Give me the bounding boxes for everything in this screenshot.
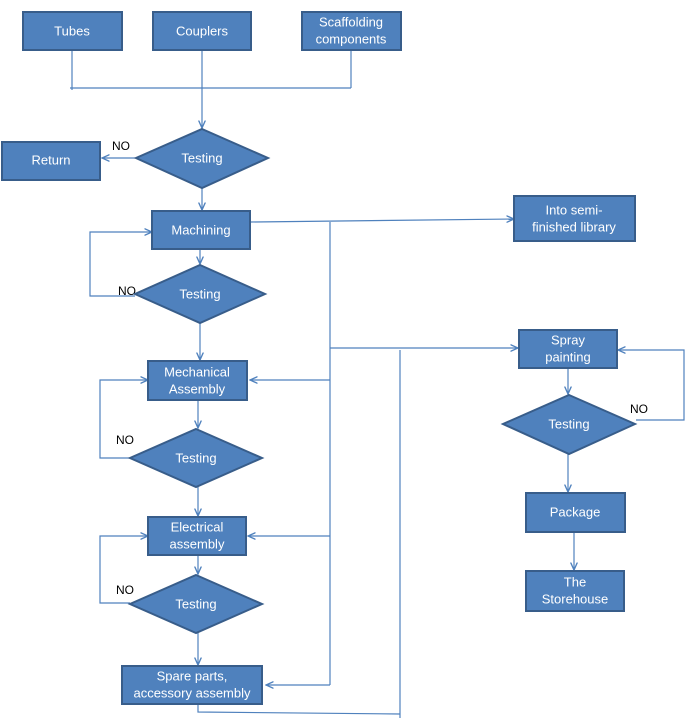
edge-machining-loop-no bbox=[89, 232, 152, 297]
node-testing-2[interactable]: Testing bbox=[132, 263, 268, 325]
edges bbox=[70, 50, 685, 718]
node-spare-label-line1: Spare parts, bbox=[157, 668, 228, 683]
node-storehouse-label-line1: The bbox=[564, 574, 586, 589]
node-scaffolding-components[interactable]: Scaffolding components bbox=[301, 11, 402, 51]
node-spray-label-line1: Spray bbox=[551, 332, 585, 347]
node-electrical-label-line1: Electrical bbox=[171, 519, 224, 534]
node-semi-finished-library[interactable]: Into semi- finished library bbox=[513, 195, 636, 242]
node-tubes[interactable]: Tubes bbox=[22, 11, 123, 51]
node-return[interactable]: Return bbox=[1, 141, 101, 181]
no-label-machining: NO bbox=[118, 284, 136, 298]
node-testing-1[interactable]: Testing bbox=[133, 127, 271, 190]
node-spare-parts-accessory-assembly[interactable]: Spare parts, accessory assembly bbox=[121, 665, 263, 705]
edge-mechanical-loop-no bbox=[99, 380, 148, 459]
node-couplers[interactable]: Couplers bbox=[152, 11, 252, 51]
node-machining-label: Machining bbox=[171, 222, 230, 237]
node-testing-4-label: Testing bbox=[175, 596, 216, 611]
node-testing-1-label: Testing bbox=[181, 150, 222, 165]
node-scaffolding-label-line1: Scaffolding bbox=[319, 14, 383, 29]
node-return-label: Return bbox=[31, 152, 70, 167]
edge-spray-loop-no bbox=[618, 350, 685, 421]
node-testing-4[interactable]: Testing bbox=[127, 573, 265, 635]
node-scaffolding-label-line2: components bbox=[316, 31, 387, 46]
node-tubes-label: Tubes bbox=[54, 23, 90, 38]
node-spray-painting[interactable]: Spray painting bbox=[518, 329, 618, 369]
node-storehouse-label-line2: Storehouse bbox=[542, 591, 609, 606]
node-machining[interactable]: Machining bbox=[151, 210, 251, 250]
node-testing-2-label: Testing bbox=[179, 286, 220, 301]
node-storehouse[interactable]: The Storehouse bbox=[525, 570, 625, 612]
node-spray-label-line2: painting bbox=[545, 349, 591, 364]
node-mechanical-assembly[interactable]: Mechanical Assembly bbox=[147, 360, 248, 401]
node-testing-3-label: Testing bbox=[175, 450, 216, 465]
node-spare-label-line2: accessory assembly bbox=[133, 685, 251, 700]
node-package-label: Package bbox=[550, 504, 601, 519]
edge-electrical-loop-no bbox=[99, 536, 148, 604]
node-mechanical-label-line2: Assembly bbox=[169, 381, 226, 396]
node-electrical-label-line2: assembly bbox=[170, 536, 225, 551]
node-testing-3[interactable]: Testing bbox=[127, 427, 265, 489]
no-label-return: NO bbox=[112, 139, 130, 153]
node-package[interactable]: Package bbox=[525, 492, 626, 533]
node-testing-5[interactable]: Testing bbox=[500, 393, 638, 456]
edge-machining-to-semi-finished bbox=[250, 219, 514, 222]
no-label-spray: NO bbox=[630, 402, 648, 416]
node-semi-finished-label-line1: Into semi- bbox=[545, 202, 602, 217]
no-label-mechanical: NO bbox=[116, 433, 134, 447]
node-couplers-label: Couplers bbox=[176, 23, 229, 38]
node-electrical-assembly[interactable]: Electrical assembly bbox=[147, 516, 247, 556]
no-label-electrical: NO bbox=[116, 583, 134, 597]
node-mechanical-label-line1: Mechanical bbox=[164, 364, 230, 379]
node-testing-5-label: Testing bbox=[548, 416, 589, 431]
edge-labels: NO NO NO NO NO bbox=[112, 139, 648, 597]
node-semi-finished-label-line2: finished library bbox=[532, 219, 616, 234]
edge-spare-bottom-line bbox=[197, 705, 401, 715]
